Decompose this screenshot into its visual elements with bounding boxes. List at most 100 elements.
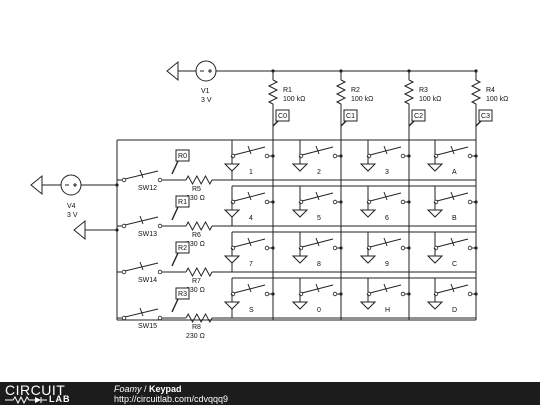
probe-box <box>275 109 290 122</box>
probe-R3: R3 <box>171 287 190 313</box>
junction-dot <box>271 200 275 204</box>
circuit-url[interactable]: http://circuitlab.com/cdvqqq9 <box>114 394 229 404</box>
junction-dot <box>271 154 275 158</box>
pullup-value-3: 100 kΩ <box>419 96 441 103</box>
key-label-9: 9 <box>385 261 389 268</box>
switch-actuator <box>383 191 388 201</box>
key-label-6: 6 <box>385 215 389 222</box>
switch-terminal <box>467 291 473 297</box>
probe-C1: C1 <box>340 109 358 127</box>
title-separator: / <box>141 384 150 394</box>
ground-icon <box>359 255 377 264</box>
switch-terminal <box>264 245 270 251</box>
switch-terminal <box>400 291 406 297</box>
switch-actuator <box>450 145 455 155</box>
row-switch-SW14: SW14 <box>138 277 157 284</box>
junction-dot <box>115 183 119 187</box>
resistor-zigzag <box>185 312 213 324</box>
v1-voltage-source <box>195 60 217 82</box>
resistor-zigzag <box>185 220 213 232</box>
ground-icon <box>291 301 309 310</box>
switch-actuator <box>139 307 144 317</box>
switch-terminal <box>264 153 270 159</box>
switch-terminal <box>264 291 270 297</box>
v1-ground-icon <box>166 60 179 82</box>
junction-dot <box>407 154 411 158</box>
row-resistor-R6: R6 <box>192 232 201 239</box>
key-label-D: D <box>452 307 457 314</box>
resistor-zigzag <box>335 79 347 105</box>
junction-dot <box>339 292 343 296</box>
ground-icon <box>223 209 241 218</box>
probe-label: R0 <box>178 153 187 160</box>
key-label-0: 0 <box>317 307 321 314</box>
resistor-zigzag <box>470 79 482 105</box>
junction-dot <box>474 246 478 250</box>
probe-R0: R0 <box>171 149 190 175</box>
probe-label: R2 <box>178 245 187 252</box>
author-link[interactable]: Foamy <box>114 384 142 394</box>
key-label-2: 2 <box>317 169 321 176</box>
logo-text-circuit: CIRCUIT <box>5 382 66 398</box>
source-circle <box>195 60 217 82</box>
footer-title-line: Foamy / Keypad <box>114 384 182 394</box>
switch-terminal <box>332 199 338 205</box>
row-resistor-value-R5: 230 Ω <box>186 195 205 202</box>
row-resistor-value-R7: 230 Ω <box>186 287 205 294</box>
ground-icon <box>291 209 309 218</box>
probe-box <box>343 109 358 122</box>
pullup-value-2: 100 kΩ <box>351 96 373 103</box>
bus-ground-icon <box>73 219 86 241</box>
ground-icon <box>223 255 241 264</box>
resistor-zigzag <box>267 79 279 105</box>
switch-terminal <box>121 223 127 229</box>
switch-terminal <box>157 177 163 183</box>
ground-icon <box>359 163 377 172</box>
junction-dot <box>271 246 275 250</box>
probe-box <box>478 109 493 122</box>
circuit-title: Keypad <box>149 384 182 394</box>
probe-R1: R1 <box>171 195 190 221</box>
switch-actuator <box>139 169 144 179</box>
switch-actuator <box>315 283 320 293</box>
junction-dot <box>474 292 478 296</box>
key-label-4: 4 <box>249 215 253 222</box>
switch-terminal <box>121 269 127 275</box>
ground-icon <box>426 255 444 264</box>
junction-dot <box>115 228 119 232</box>
key-label-A: A <box>452 169 457 176</box>
key-label-3: 3 <box>385 169 389 176</box>
probe-leader <box>408 120 415 127</box>
row-resistor-value-R6: 230 Ω <box>186 241 205 248</box>
switch-actuator <box>247 145 252 155</box>
probe-leader <box>475 120 482 127</box>
switch-actuator <box>247 237 252 247</box>
ground-icon <box>426 209 444 218</box>
switch-terminal <box>467 245 473 251</box>
switch-terminal <box>467 199 473 205</box>
switch-actuator <box>315 191 320 201</box>
circuitlab-logo[interactable]: CIRCUIT LAB <box>5 382 95 405</box>
switch-terminal <box>264 199 270 205</box>
key-label-H: H <box>385 307 390 314</box>
junction-dot <box>339 246 343 250</box>
junction-dot <box>474 200 478 204</box>
probe-box <box>175 149 190 162</box>
v1-name: V1 <box>201 88 210 95</box>
switch-terminal <box>121 177 127 183</box>
logo-resistor-icon <box>5 396 47 404</box>
key-label-C: C <box>452 261 457 268</box>
junction-dot <box>407 200 411 204</box>
pullup-name-1: R1 <box>283 87 292 94</box>
probe-label: C0 <box>278 113 287 120</box>
switch-actuator <box>450 283 455 293</box>
junction-dot <box>339 154 343 158</box>
key-label-B: B <box>452 215 457 222</box>
switch-terminal <box>157 315 163 321</box>
switch-actuator <box>139 261 144 271</box>
key-label-1: 1 <box>249 169 253 176</box>
pullup-name-2: R2 <box>351 87 360 94</box>
pullup-name-4: R4 <box>486 87 495 94</box>
probe-R2: R2 <box>171 241 190 267</box>
switch-terminal <box>157 269 163 275</box>
